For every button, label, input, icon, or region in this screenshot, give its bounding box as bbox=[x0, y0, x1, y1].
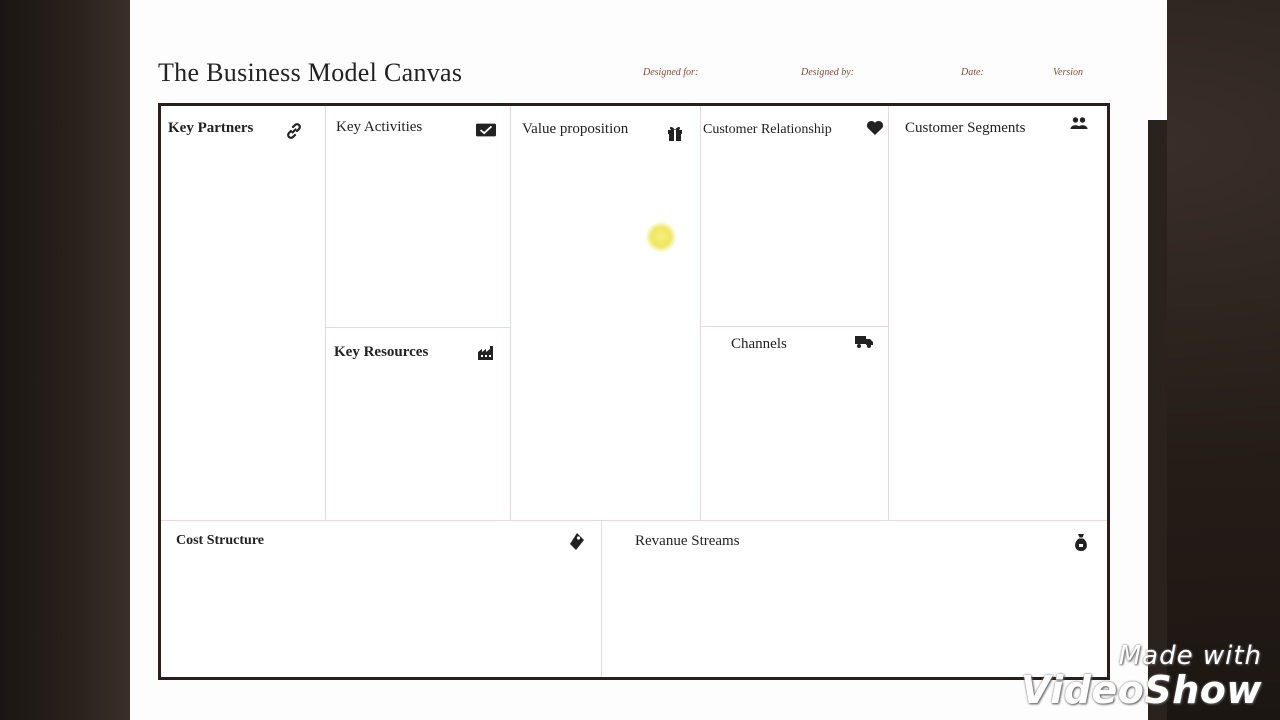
date-label: Date: bbox=[961, 67, 984, 78]
money-bag-icon bbox=[1071, 533, 1091, 551]
revenue-streams-title: Revanue Streams bbox=[635, 533, 740, 549]
key-resources-title: Key Resources bbox=[334, 344, 429, 360]
gift-icon bbox=[665, 124, 685, 142]
customer-relationship-title: Customer Relationship bbox=[703, 122, 832, 137]
cost-structure-block[interactable]: Cost Structure bbox=[161, 521, 601, 677]
divider bbox=[325, 106, 326, 520]
key-partners-block[interactable]: Key Partners bbox=[161, 106, 325, 520]
channels-block[interactable]: Channels bbox=[701, 327, 888, 520]
envelope-check-icon bbox=[476, 121, 496, 139]
people-icon bbox=[1069, 114, 1089, 132]
key-partners-title: Key Partners bbox=[168, 120, 254, 136]
price-tag-icon bbox=[567, 533, 587, 551]
page-title: The Business Model Canvas bbox=[158, 58, 463, 87]
watermark-line1: Made with bbox=[1118, 641, 1262, 671]
truck-icon bbox=[854, 333, 874, 351]
business-model-canvas: Key Partners Key Activities Key Resource… bbox=[158, 103, 1110, 680]
divider bbox=[326, 327, 510, 328]
background-left bbox=[0, 0, 130, 720]
divider bbox=[701, 326, 888, 327]
designed-by-label: Designed by: bbox=[801, 67, 855, 78]
value-proposition-block[interactable]: Value proposition bbox=[511, 106, 700, 520]
value-proposition-title: Value proposition bbox=[522, 121, 629, 137]
factory-icon bbox=[477, 344, 497, 362]
link-icon bbox=[284, 122, 304, 140]
customer-relationship-block[interactable]: Customer Relationship bbox=[701, 106, 888, 326]
revenue-streams-block[interactable]: Revanue Streams bbox=[602, 521, 1107, 677]
divider bbox=[888, 106, 889, 520]
key-activities-block[interactable]: Key Activities bbox=[326, 106, 510, 327]
videoshow-watermark: Made with VideoShow bbox=[1021, 642, 1262, 710]
cost-structure-title: Cost Structure bbox=[176, 533, 265, 548]
key-resources-block[interactable]: Key Resources bbox=[326, 328, 510, 520]
version-label: Version bbox=[1053, 67, 1083, 78]
channels-title: Channels bbox=[731, 336, 787, 352]
background-right bbox=[1148, 120, 1167, 720]
divider bbox=[161, 520, 1107, 521]
divider bbox=[700, 106, 701, 520]
customer-segments-title: Customer Segments bbox=[905, 120, 1026, 136]
cursor-highlight bbox=[646, 222, 676, 252]
key-activities-title: Key Activities bbox=[336, 119, 423, 135]
watermark-line2: VideoShow bbox=[1021, 668, 1262, 712]
divider bbox=[601, 521, 602, 677]
designed-for-label: Designed for: bbox=[643, 67, 699, 78]
customer-segments-block[interactable]: Customer Segments bbox=[889, 106, 1107, 520]
heart-icon bbox=[865, 119, 885, 137]
divider bbox=[510, 106, 511, 520]
